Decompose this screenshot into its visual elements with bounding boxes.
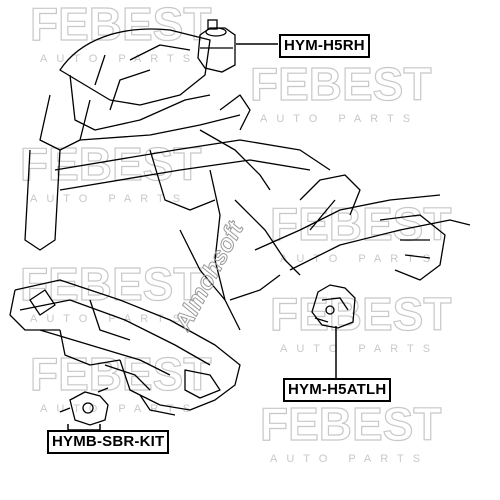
watermark-5: FEBEST [20, 258, 201, 310]
watermark-6: FEBEST [270, 288, 451, 340]
watermark-1: FEBEST [30, 0, 211, 50]
subframe-drawing [9, 279, 241, 416]
part-label-top: HYM-H5RH [279, 34, 370, 58]
bottom-mount-drawing [59, 387, 109, 426]
top-mount-drawing [197, 19, 236, 73]
watermark-sub-6: AUTO PARTS [280, 343, 439, 355]
watermark-sub-3: AUTO PARTS [30, 193, 189, 205]
watermark-8: FEBEST [260, 398, 441, 450]
watermark-sub-7: AUTO PARTS [40, 403, 199, 415]
part-label-right: HYM-H5ATLH [283, 378, 392, 402]
watermark-sub-2: AUTO PARTS [260, 113, 419, 125]
watermark-sub-1: AUTO PARTS [40, 53, 199, 65]
watermark-7: FEBEST [30, 348, 211, 400]
watermark-sub-8: AUTO PARTS [270, 453, 429, 465]
body-frame-drawing [24, 28, 471, 331]
part-label-bottom: HYMB-SBR-KIT [47, 430, 170, 454]
right-mount-drawing [311, 284, 356, 329]
watermark-2: FEBEST [250, 58, 431, 110]
watermark-sub-5: AUTO PARTS [30, 313, 189, 325]
